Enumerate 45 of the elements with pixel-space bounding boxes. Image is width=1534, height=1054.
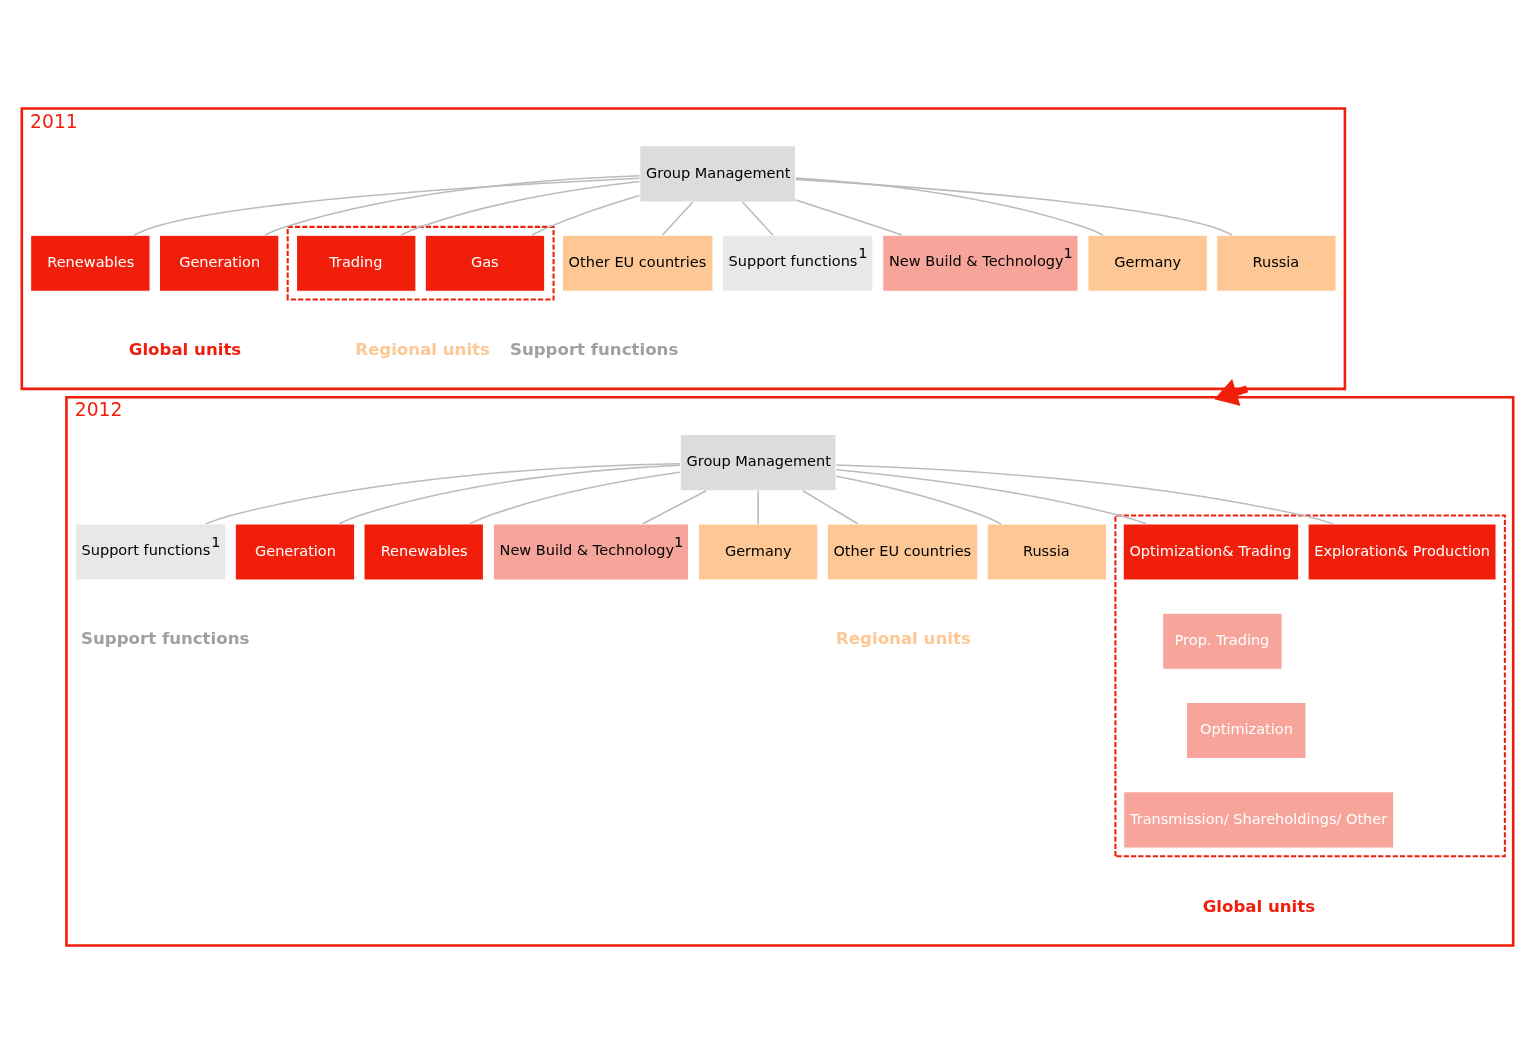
label: Support functions xyxy=(80,629,249,649)
node-box: Renewables xyxy=(29,234,151,292)
connector xyxy=(338,464,681,525)
node-box: Transmission/ Shareholdings/ Other xyxy=(1122,791,1394,849)
connector xyxy=(741,201,774,236)
connector xyxy=(399,180,640,236)
connector xyxy=(204,462,681,525)
label: Regional units xyxy=(354,340,490,360)
connector xyxy=(801,490,858,525)
node-box: Generation xyxy=(158,234,279,292)
node-box: Prop. Trading xyxy=(1161,612,1283,670)
connector xyxy=(756,490,759,525)
connector xyxy=(468,471,681,525)
node-box: Other EU countries xyxy=(826,523,978,581)
node-box: Group Management xyxy=(638,145,796,203)
cluster xyxy=(286,225,555,301)
connector xyxy=(133,177,640,236)
connector xyxy=(263,174,640,236)
node-box: Generation xyxy=(234,523,355,581)
connector xyxy=(641,490,707,525)
cluster xyxy=(1113,514,1506,858)
connector xyxy=(794,178,1233,236)
label: Regional units xyxy=(835,629,971,649)
node-box: Trading xyxy=(295,234,416,292)
label: Global units xyxy=(1202,897,1315,917)
connector xyxy=(794,199,903,236)
label: Global units xyxy=(128,340,241,360)
connector xyxy=(794,177,1104,236)
label: Support functions xyxy=(509,340,678,360)
connector xyxy=(835,468,1147,525)
node-box: Russia xyxy=(986,523,1107,581)
connector xyxy=(530,194,640,236)
connector xyxy=(835,464,1334,525)
connector xyxy=(835,475,1002,525)
node-box: Exploration& Production xyxy=(1307,523,1497,581)
node-box: Germany xyxy=(697,523,818,581)
node-box: Other EU countries xyxy=(561,234,713,292)
node-box: Gas xyxy=(424,234,545,292)
node-box: Renewables xyxy=(363,523,484,581)
node-box: Germany xyxy=(1086,234,1208,292)
node-box: Group Management xyxy=(679,434,837,492)
connector xyxy=(661,201,694,236)
node-box: Russia xyxy=(1215,234,1337,292)
node-box: Optimization xyxy=(1185,702,1306,760)
node-box: Optimization& Trading xyxy=(1122,523,1299,581)
